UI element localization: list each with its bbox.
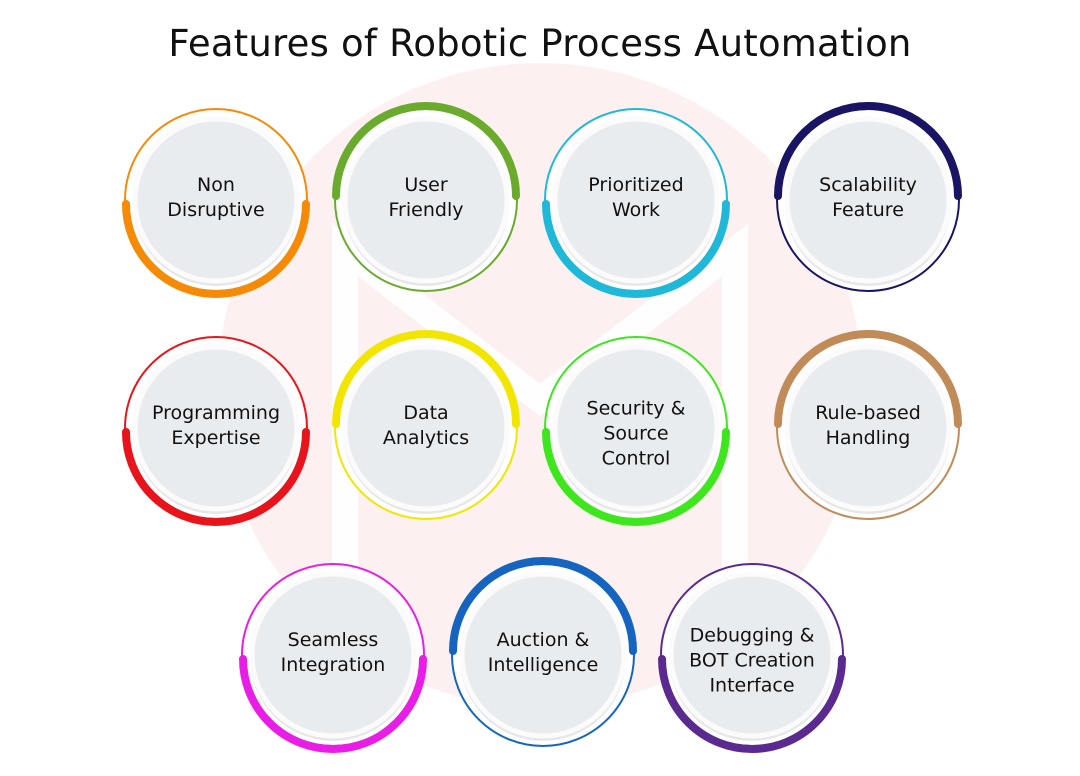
feature-arc xyxy=(658,655,846,753)
feature-label-line: Handling xyxy=(825,427,911,449)
feature-arc xyxy=(122,200,310,298)
feature-label-line: Work xyxy=(611,199,661,221)
feature-label-line: Expertise xyxy=(171,427,261,449)
feature-label-line: Auction & xyxy=(496,629,590,651)
feature-disc xyxy=(784,116,952,284)
feature-label-line: Debugging & xyxy=(689,624,815,647)
feature-disc xyxy=(459,571,627,739)
feature-label: Auction & Intelligence xyxy=(458,628,628,678)
feature-arc xyxy=(332,102,520,200)
feature-label-line: Friendly xyxy=(388,199,464,221)
feature-disc xyxy=(342,116,510,284)
feature-disc xyxy=(668,571,836,739)
feature-disc xyxy=(132,116,300,284)
feature-label-line: Non xyxy=(197,174,235,196)
feature-label-line: Rule-based xyxy=(815,402,921,424)
feature-label-line: Control xyxy=(601,447,671,470)
feature-label-line: Feature xyxy=(832,199,904,221)
feature-arc xyxy=(542,200,730,298)
feature-arc xyxy=(449,557,637,655)
feature-arc xyxy=(542,428,730,526)
feature-label-line: BOT Creation xyxy=(689,649,815,672)
feature-label-line: Interface xyxy=(709,674,795,697)
feature-label-line: Scalability xyxy=(819,174,917,196)
feature-disc xyxy=(784,344,952,512)
feature-label-line: User xyxy=(404,174,448,196)
feature-arc xyxy=(332,330,520,428)
feature-disc xyxy=(132,344,300,512)
feature-label-line: Analytics xyxy=(382,427,470,449)
feature-disc xyxy=(552,344,720,512)
feature-label-line: Data xyxy=(403,402,449,424)
feature-label-line: Programming xyxy=(151,402,281,424)
feature-label-line: Seamless xyxy=(287,629,379,651)
feature-label-line: Disruptive xyxy=(167,199,265,221)
feature-arc xyxy=(239,655,427,753)
feature-label-line: Integration xyxy=(280,654,386,676)
feature-arc xyxy=(122,428,310,526)
feature-disc xyxy=(249,571,417,739)
feature-label-line: Security & xyxy=(586,397,686,420)
feature-disc xyxy=(552,116,720,284)
feature-disc xyxy=(342,344,510,512)
feature-label-line: Source xyxy=(603,422,669,445)
diagram-title: Features of Robotic Process Automation xyxy=(168,22,912,65)
feature-arc xyxy=(774,330,962,428)
feature-arc xyxy=(774,102,962,200)
feature-label-line: Intelligence xyxy=(487,654,599,676)
feature-label-line: Prioritized xyxy=(588,174,684,196)
